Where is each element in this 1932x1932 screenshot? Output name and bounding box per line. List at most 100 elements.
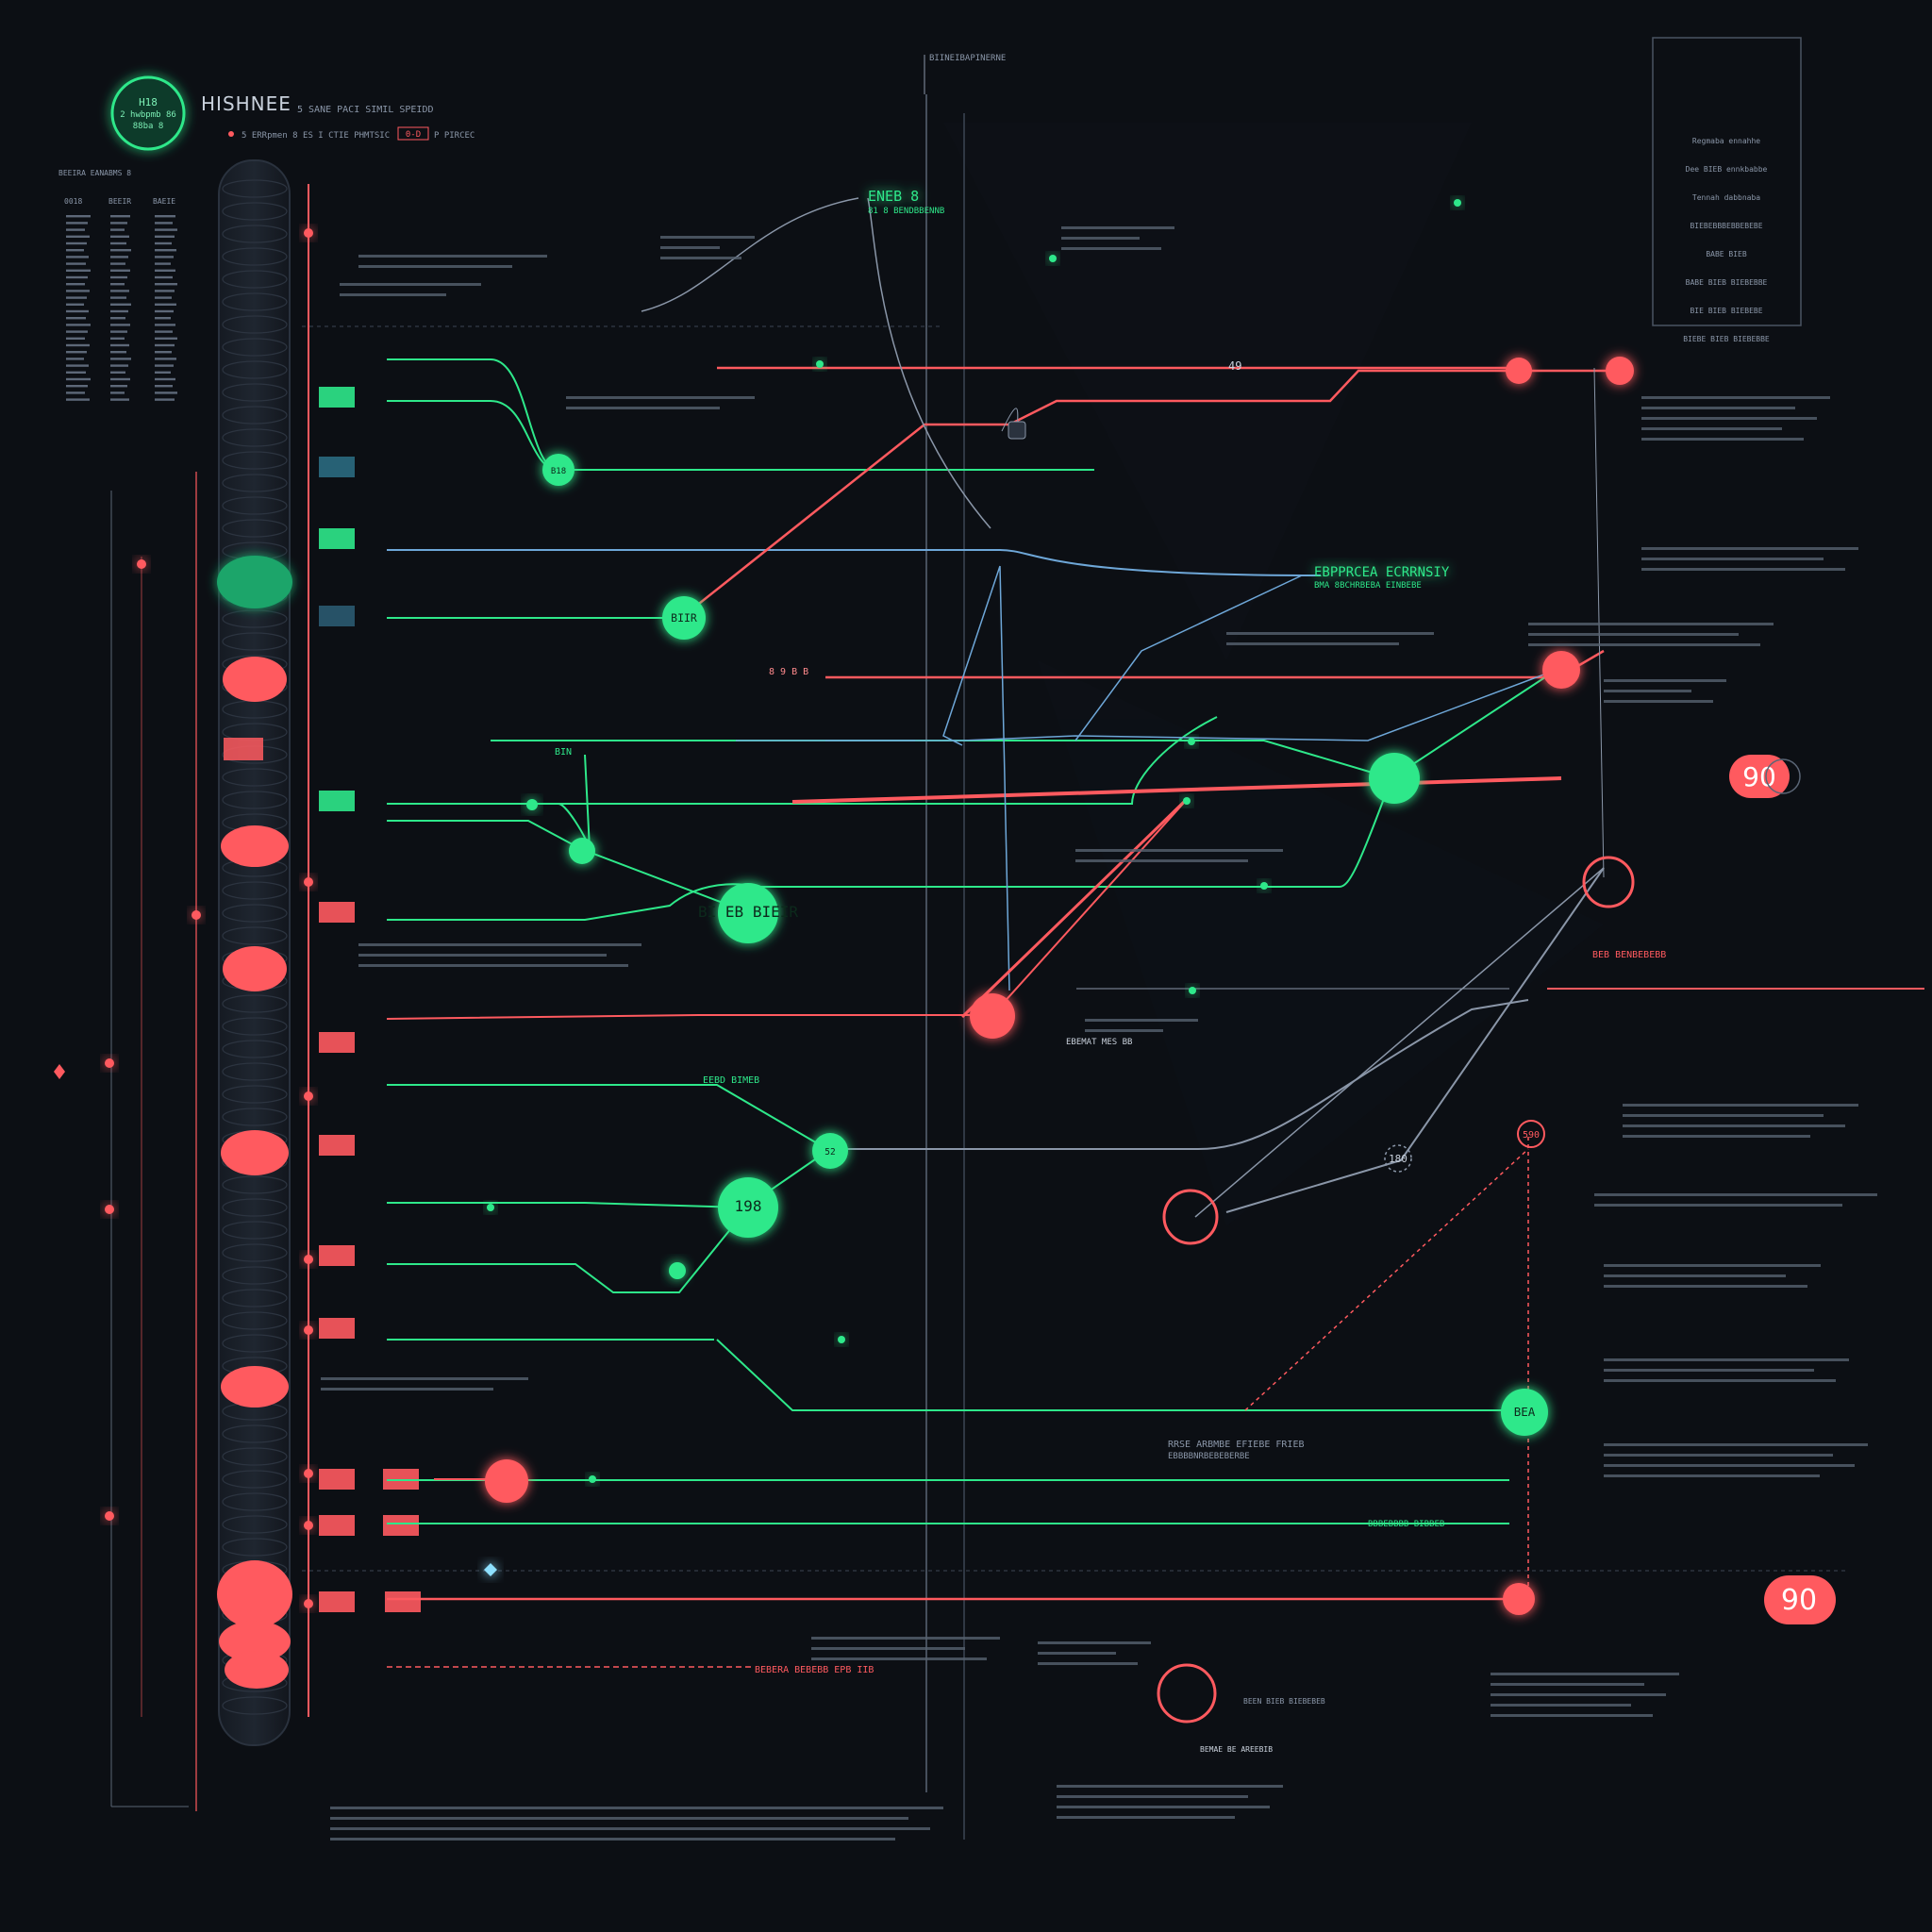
filler-line xyxy=(1623,1104,1858,1107)
table-cell xyxy=(155,324,175,326)
connector-line xyxy=(830,999,1529,1150)
pillar-ring xyxy=(222,768,288,787)
connector-line xyxy=(867,197,991,529)
node xyxy=(812,1133,848,1169)
info-line: 5 ERRpmen 8 ES I CTIE PHMTSIC xyxy=(242,131,390,141)
info-box-line: BIE BIEB BIEBEBE xyxy=(1690,307,1762,315)
table-cell xyxy=(66,222,88,225)
filler-line xyxy=(1604,1358,1849,1361)
node xyxy=(718,883,778,943)
pillar-disc-red-4 xyxy=(221,1130,289,1175)
pillar-ring xyxy=(222,1062,288,1081)
pillar-disc-red-3 xyxy=(223,946,287,991)
table-cell xyxy=(155,309,174,313)
filler-line xyxy=(358,943,641,946)
table-cell xyxy=(155,303,176,306)
pillar-ring xyxy=(222,1017,288,1036)
connector-line xyxy=(387,1207,749,1293)
filler-line xyxy=(1085,1029,1163,1032)
connector-line xyxy=(716,1339,1524,1411)
rail-dot xyxy=(304,877,313,887)
table-cell xyxy=(66,309,89,313)
table-cell xyxy=(66,398,90,401)
ring-node-label: 180 xyxy=(1389,1153,1407,1165)
filler-line xyxy=(1057,1816,1235,1819)
filler-line xyxy=(1623,1135,1810,1138)
filler-line xyxy=(1604,1285,1807,1288)
table-cell xyxy=(66,269,91,272)
left-table-rows xyxy=(66,215,177,401)
info-box-line: Regmaba ennahhe xyxy=(1692,137,1760,145)
filler-line xyxy=(1075,849,1283,852)
row-chip xyxy=(319,1135,355,1156)
top-marker-label: BIINEIBAPINERNE xyxy=(929,54,1006,63)
filler-line xyxy=(1061,226,1174,229)
table-cell xyxy=(110,228,125,231)
table-cell xyxy=(66,391,85,394)
pillar-ring xyxy=(222,1311,288,1330)
filler-line xyxy=(358,255,547,258)
pillar-ring xyxy=(222,1492,288,1511)
connector-line xyxy=(680,369,1623,619)
pillar-ring xyxy=(222,1289,288,1307)
page-subtitle: 5 SANE PACI SIMIL SPEIDD xyxy=(297,105,434,115)
filler-line xyxy=(1604,1454,1833,1457)
filler-text xyxy=(321,226,1877,1840)
path-text-b: EBBBBNRBEBEBERBE xyxy=(1168,1452,1250,1461)
pillar-ring xyxy=(222,1515,288,1534)
bottom-red-label: BEBERA BEBEBB EPB IIB xyxy=(755,1665,874,1675)
table-cell xyxy=(155,398,175,401)
connector-line xyxy=(387,820,746,912)
filler-line xyxy=(1641,427,1782,430)
pillar-ring xyxy=(222,338,288,357)
small-dot xyxy=(838,1336,845,1343)
filler-line xyxy=(1594,1204,1842,1207)
connector-line xyxy=(387,358,1094,471)
filler-line xyxy=(330,1807,943,1809)
badge-line-3: 88ba 8 xyxy=(133,122,164,131)
connector-line xyxy=(387,754,591,850)
ring-node xyxy=(1384,1144,1412,1173)
table-cell xyxy=(66,256,89,258)
filler-line xyxy=(330,1827,930,1830)
filler-line xyxy=(1038,1662,1138,1665)
node xyxy=(485,1459,528,1503)
info-box-line: BIEBE BIEB BIEBEBBE xyxy=(1683,335,1770,343)
rail-dot xyxy=(105,1205,114,1214)
left-rails xyxy=(54,184,313,1811)
red-tag: BEB BENBEBEBB xyxy=(1592,950,1666,960)
filler-line xyxy=(1604,690,1691,692)
table-cell xyxy=(155,235,175,238)
connector-line xyxy=(387,1148,831,1209)
small-dot xyxy=(1049,255,1057,262)
table-cell xyxy=(110,242,126,245)
row-chip xyxy=(319,902,355,923)
badge-line-2: 2 hwbpmb 86 xyxy=(120,110,176,120)
table-cell xyxy=(66,215,91,218)
table-cell xyxy=(110,343,129,347)
connector-line xyxy=(825,649,1605,679)
ring-node xyxy=(1157,1663,1217,1724)
small-dot xyxy=(487,1204,494,1211)
table-cell xyxy=(155,330,173,333)
info-box-line: Tennah dabbnaba xyxy=(1692,193,1760,202)
ring-node xyxy=(1162,1189,1219,1245)
value-pill-2 xyxy=(1764,1575,1836,1624)
pillar-ring xyxy=(222,1334,288,1353)
filler-line xyxy=(660,236,755,239)
table-cell xyxy=(66,358,84,360)
filler-line xyxy=(1528,623,1774,625)
node-label: 198 xyxy=(735,1197,762,1215)
table-cell xyxy=(66,296,87,299)
connector-line xyxy=(1194,867,1605,1218)
pillar-ring xyxy=(222,519,288,538)
ring-node-label: 590 xyxy=(1523,1130,1540,1141)
section-mid: EBEMAT MES BB xyxy=(1066,1038,1132,1047)
rail-dot xyxy=(304,228,313,238)
filler-line xyxy=(1491,1673,1679,1675)
pillar-tag-red xyxy=(224,738,263,760)
node xyxy=(542,454,575,486)
table-cell xyxy=(155,317,171,320)
legend-hub: BEMAE BE AREEBIB xyxy=(1200,1745,1273,1754)
left-table-caption: BEEIRA EANABMS 8 xyxy=(58,169,131,177)
